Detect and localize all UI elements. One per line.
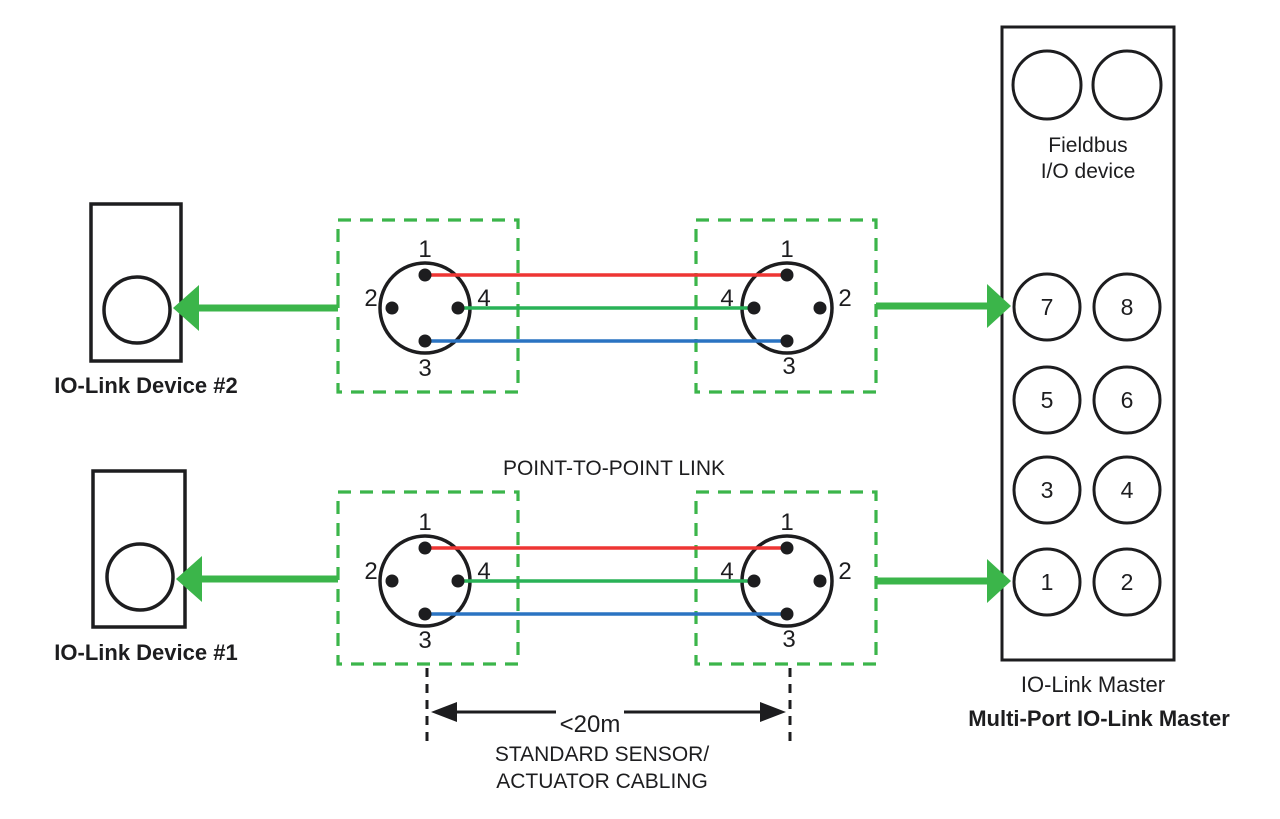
pin-label: 1 bbox=[780, 509, 793, 536]
pin-label: 3 bbox=[418, 627, 431, 654]
pin-dot bbox=[747, 301, 761, 315]
fieldbus-label-line1: Fieldbus bbox=[1048, 134, 1127, 157]
pin-dot bbox=[451, 301, 465, 315]
pin-label: 3 bbox=[418, 355, 431, 382]
master-port-2-circle bbox=[1092, 547, 1162, 617]
pin-dot bbox=[385, 574, 399, 588]
master-port-6-number: 6 bbox=[1121, 387, 1134, 413]
pin-label: 4 bbox=[477, 285, 490, 312]
cable-caption-line2: ACTUATOR CABLING bbox=[496, 770, 708, 793]
pin-dot bbox=[780, 607, 794, 621]
master-port-6-circle bbox=[1092, 365, 1162, 435]
connector-frame-top-left bbox=[336, 218, 520, 394]
pin-label: 1 bbox=[418, 236, 431, 263]
cable-distance-label: <20m bbox=[560, 711, 621, 738]
master-port-7-circle bbox=[1012, 272, 1082, 342]
arrow-to-port-1-head-icon bbox=[987, 559, 1011, 603]
device-1-label: IO-Link Device #1 bbox=[54, 640, 237, 665]
master-port-8-circle bbox=[1092, 272, 1162, 342]
pin-label: 4 bbox=[720, 558, 733, 585]
pin-dot bbox=[451, 574, 465, 588]
arrow-to-device-1-head-icon bbox=[176, 556, 202, 602]
master-port-5-circle bbox=[1012, 365, 1082, 435]
master-port-3-circle bbox=[1012, 455, 1082, 525]
fieldbus-connector-right bbox=[1091, 49, 1163, 121]
pin-label: 3 bbox=[782, 353, 795, 380]
master-label: IO-Link Master bbox=[1021, 672, 1165, 697]
pin-dot bbox=[780, 541, 794, 555]
pin-dot bbox=[780, 268, 794, 282]
arrow-to-device-2-head-icon bbox=[173, 285, 199, 331]
fieldbus-connector-left bbox=[1011, 49, 1083, 121]
pin-label: 4 bbox=[477, 558, 490, 585]
pin-dot bbox=[418, 334, 432, 348]
device-1-body bbox=[91, 469, 187, 629]
pin-dot bbox=[385, 301, 399, 315]
pin-label: 2 bbox=[364, 558, 377, 585]
measure-arrow-right-head-icon bbox=[760, 702, 786, 722]
master-port-4-number: 4 bbox=[1121, 477, 1134, 503]
pin-dot bbox=[813, 574, 827, 588]
connector-frame-bottom-left bbox=[336, 490, 520, 666]
pin-label: 3 bbox=[782, 626, 795, 653]
master-port-5-number: 5 bbox=[1041, 387, 1054, 413]
point-to-point-link-title: POINT-TO-POINT LINK bbox=[503, 457, 725, 480]
pin-dot bbox=[418, 268, 432, 282]
master-sublabel: Multi-Port IO-Link Master bbox=[968, 706, 1230, 731]
device-2-body bbox=[89, 202, 183, 363]
device-2-label: IO-Link Device #2 bbox=[54, 373, 237, 398]
pin-dot bbox=[747, 574, 761, 588]
pin-label: 2 bbox=[364, 285, 377, 312]
cable-caption-line1: STANDARD SENSOR/ bbox=[495, 743, 709, 766]
io-link-device-2: IO-Link Device #2 bbox=[54, 202, 238, 398]
master-port-1-number: 1 bbox=[1041, 569, 1054, 595]
pin-label: 2 bbox=[838, 285, 851, 312]
master-port-3-number: 3 bbox=[1041, 477, 1054, 503]
pin-label: 1 bbox=[418, 509, 431, 536]
io-link-device-1: IO-Link Device #1 bbox=[54, 469, 238, 665]
device-2-connector-circle bbox=[102, 275, 172, 345]
fieldbus-label-line2: I/O device bbox=[1041, 160, 1136, 183]
pin-label: 4 bbox=[720, 285, 733, 312]
device-1-connector-circle bbox=[105, 542, 175, 612]
pin-label: 2 bbox=[838, 558, 851, 585]
master-port-4-circle bbox=[1092, 455, 1162, 525]
arrow-to-port-7-head-icon bbox=[987, 284, 1011, 328]
pin-dot bbox=[418, 607, 432, 621]
io-link-master: Fieldbus I/O device 7 8 5 6 3 4 1 2 IO-L… bbox=[968, 25, 1230, 731]
link-top: 1 2 4 3 1 4 2 3 bbox=[173, 218, 1011, 394]
master-body bbox=[1000, 25, 1176, 662]
master-port-2-number: 2 bbox=[1121, 569, 1134, 595]
measure-arrow-left-head-icon bbox=[431, 702, 457, 722]
link-bottom: 1 2 4 3 1 4 2 3 bbox=[176, 490, 1011, 666]
pin-dot bbox=[813, 301, 827, 315]
pin-dot bbox=[418, 541, 432, 555]
pin-label: 1 bbox=[780, 236, 793, 263]
master-port-7-number: 7 bbox=[1041, 294, 1054, 320]
master-port-1-circle bbox=[1012, 547, 1082, 617]
pin-dot bbox=[780, 334, 794, 348]
cable-measurement: <20m STANDARD SENSOR/ ACTUATOR CABLING bbox=[425, 668, 792, 793]
master-port-8-number: 8 bbox=[1121, 294, 1134, 320]
